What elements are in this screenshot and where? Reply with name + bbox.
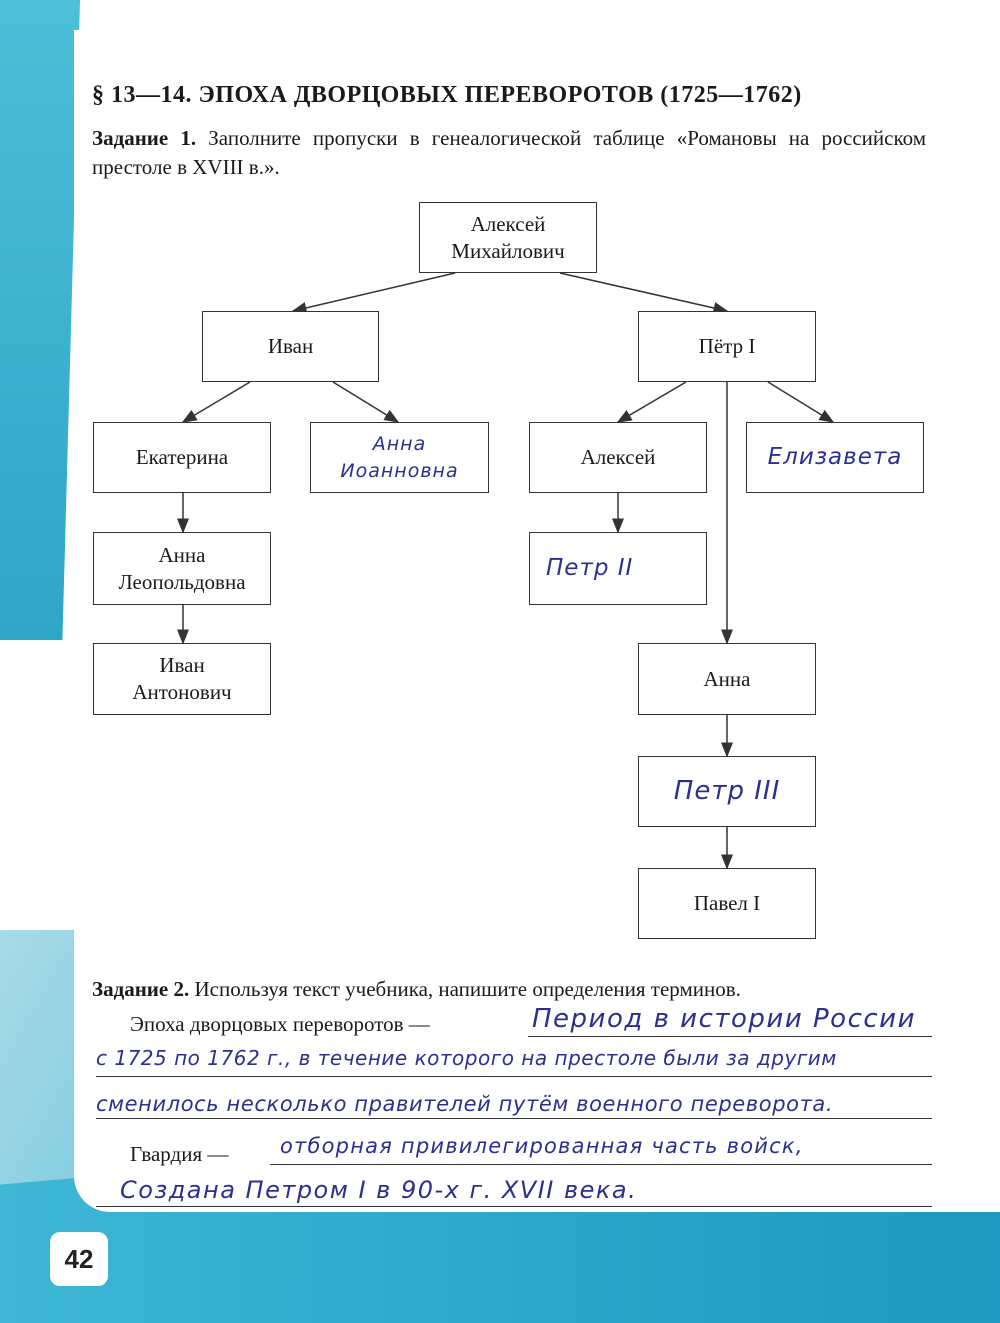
tree-node-ivan: Иван xyxy=(202,311,379,382)
task2-label: Задание 2. xyxy=(92,977,190,1001)
answer-line xyxy=(270,1164,932,1165)
term2-answer-line2: Создана Петром I в 90-х г. XVII века. xyxy=(120,1176,638,1204)
page-number: 42 xyxy=(50,1232,108,1286)
task1-block: Задание 1. Заполните пропуски в генеалог… xyxy=(92,124,926,182)
tree-node-petr1: Пётр I xyxy=(638,311,816,382)
connector-petr1-aleksey xyxy=(616,381,687,423)
term1-answer-line3: сменилось несколько правителей путём вое… xyxy=(96,1092,834,1116)
tree-node-elizaveta: Елизавета xyxy=(746,422,924,493)
connector-am-petr1 xyxy=(559,272,729,314)
tree-node-petr3: Петр III xyxy=(638,756,816,827)
connector-petr1-elizaveta xyxy=(767,381,835,423)
term1-answer-line2: с 1725 по 1762 г., в течение которого на… xyxy=(96,1046,837,1070)
tree-node-aleksey: Алексей xyxy=(529,422,707,493)
task2-text: Используя текст учебника, напишите опред… xyxy=(194,977,741,1001)
task1-label: Задание 1. xyxy=(92,126,197,150)
tree-node-pavel1: Павел I xyxy=(638,868,816,939)
term1-answer-line1: Период в истории России xyxy=(532,1004,916,1034)
tree-node-anna-ioannovna: Анна Иоанновна xyxy=(310,422,489,493)
tree-node-aleksey-mikhailovich: Алексей Михайлович xyxy=(419,202,597,273)
tree-node-anna-leopoldovna: Анна Леопольдовна xyxy=(93,532,271,605)
tree-node-anna: Анна xyxy=(638,643,816,715)
tree-node-ekaterina: Екатерина xyxy=(93,422,271,493)
tree-node-petr2: Петр II xyxy=(529,532,707,605)
task2-block: Задание 2. Используя текст учебника, нап… xyxy=(92,975,932,1003)
section-title: § 13—14. ЭПОХА ДВОРЦОВЫХ ПЕРЕВОРОТОВ (17… xyxy=(92,82,802,108)
connector-am-ivan xyxy=(291,272,456,314)
term1-label: Эпоха дворцовых переворотов — xyxy=(130,1012,430,1036)
answer-line xyxy=(96,1076,932,1077)
tree-node-ivan-antonovich: Иван Антонович xyxy=(93,643,271,715)
answer-line xyxy=(96,1206,932,1207)
task1-text: Заполните пропуски в генеалогической таб… xyxy=(92,126,926,179)
connector-ivan-anna-ioannovna xyxy=(332,381,400,423)
term2-label: Гвардия — xyxy=(130,1142,229,1166)
answer-line xyxy=(96,1118,932,1119)
term2-answer-line1: отборная привилегированная часть войск, xyxy=(280,1134,804,1158)
answer-line xyxy=(528,1036,932,1037)
connector-ivan-ekaterina xyxy=(181,381,251,423)
